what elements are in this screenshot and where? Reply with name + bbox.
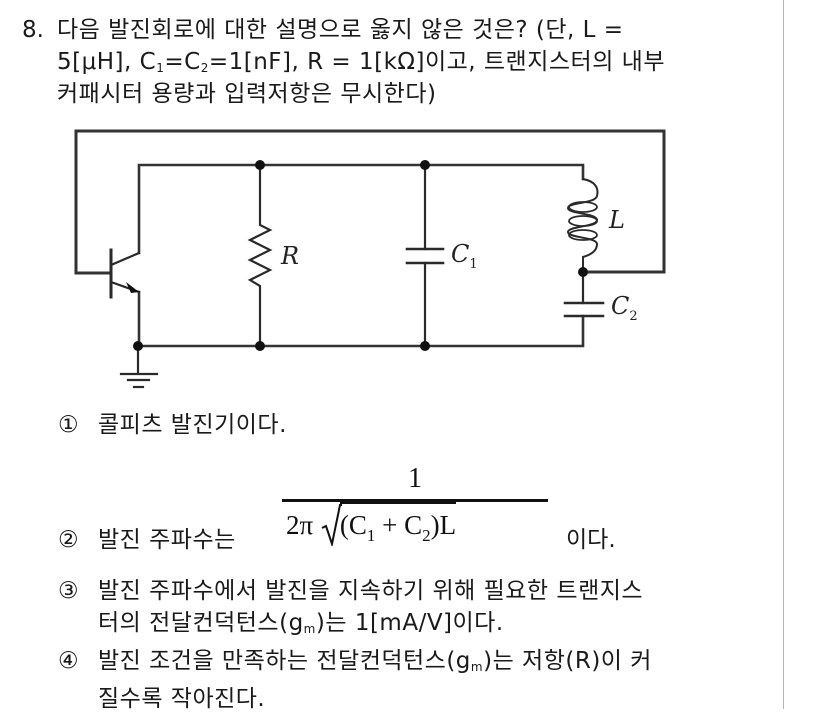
- page-divider: [783, 0, 784, 709]
- resistor: [247, 163, 273, 348]
- question-line-1: 다음 발진회로에 대한 설명으로 옳지 않은 것은? (단, L =: [57, 17, 624, 43]
- subscript: m: [470, 660, 484, 674]
- question-line-2: 5[μH], C1=C2=1[nF], R = 1[kΩ]이고, 트랜지스터의 …: [57, 46, 665, 78]
- label-c1-sub: 1: [469, 257, 478, 272]
- label-c1: C1: [451, 240, 478, 272]
- radicand-part: (C: [339, 510, 367, 540]
- option-3[interactable]: ③ 발진 주파수에서 발진을 지속하기 위해 필요한 트랜지스 터의 전달컨덕턴스…: [58, 575, 643, 645]
- junction-dot: [133, 341, 143, 351]
- radicand-part: )L: [430, 510, 457, 540]
- option-text: 발진 주파수는: [98, 527, 236, 553]
- radicand: (C1 + C2)L: [339, 502, 457, 556]
- question-line-2-part: 5[μH], C: [57, 49, 157, 75]
- transistor-collector: [109, 251, 141, 267]
- square-root: (C1 + C2)L: [320, 502, 457, 556]
- option-text: 발진 조건을 만족하는 전달컨덕턴스(g: [98, 648, 471, 674]
- option-text: 콜피츠 발진기이다.: [98, 412, 287, 438]
- label-c2: C2: [611, 292, 638, 324]
- option-marker: ④: [58, 648, 80, 674]
- subscript: 1: [366, 526, 376, 545]
- question-line-2-part: =C: [164, 49, 201, 75]
- option-3-line-1: ③ 발진 주파수에서 발진을 지속하기 위해 필요한 트랜지스: [58, 575, 643, 607]
- junction-dot: [420, 341, 430, 351]
- junction-dot: [255, 341, 265, 351]
- junction-dot: [420, 160, 430, 170]
- question-stem: 다음 발진회로에 대한 설명으로 옳지 않은 것은? (단, L = 5[μH]…: [57, 14, 665, 110]
- question-number: 8.: [22, 17, 44, 43]
- frequency-formula: 1 2π (C1 + C2)L: [282, 462, 548, 546]
- label-r: R: [281, 242, 300, 270]
- radicand-part: + C: [375, 510, 423, 540]
- feedback-wire: [74, 129, 666, 275]
- subscript: 2: [422, 526, 431, 545]
- subscript: 1: [156, 61, 165, 75]
- option-text: 발진 주파수에서 발진을 지속하기 위해 필요한 트랜지스: [98, 578, 644, 604]
- fraction-bar: [282, 499, 548, 502]
- option-marker: ①: [58, 412, 80, 438]
- option-4-line-1: ④ 발진 조건을 만족하는 전달컨덕턴스(gm)는 저항(R)이 커: [58, 645, 652, 683]
- label-c2-main: C: [611, 292, 630, 320]
- option-text: )는 저항(R)이 커: [483, 648, 652, 674]
- sqrt-icon: [321, 504, 342, 546]
- subscript: 2: [200, 61, 209, 75]
- option-2[interactable]: ② 발진 주파수는: [58, 524, 236, 556]
- junction-dot: [255, 160, 265, 170]
- emitter-arrow-icon: [126, 282, 139, 293]
- junction-dot: [578, 267, 588, 277]
- option-text: )는 1[mA/V]이다.: [315, 610, 504, 636]
- subscript: m: [303, 622, 316, 636]
- label-c1-main: C: [451, 240, 470, 268]
- option-text: 터의 전달컨덕턴스(g: [98, 610, 304, 636]
- formula-denominator: 2π (C1 + C2)L: [282, 502, 548, 546]
- circuit-diagram: [74, 129, 666, 389]
- option-marker: ③: [58, 578, 80, 604]
- question-line-3: 커패시터 용량과 입력저항은 무시한다): [57, 81, 437, 107]
- option-2-tail: 이다.: [566, 527, 616, 553]
- option-1[interactable]: ① 콜피츠 발진기이다.: [58, 409, 287, 441]
- formula-2pi: 2π: [286, 510, 314, 540]
- top-rail: [137, 163, 585, 255]
- formula-numerator: 1: [408, 463, 422, 494]
- option-4[interactable]: ④ 발진 조건을 만족하는 전달컨덕턴스(gm)는 저항(R)이 커 질수록 작아…: [58, 645, 652, 715]
- option-4-line-2: 질수록 작아진다.: [98, 686, 266, 712]
- option-marker: ②: [58, 527, 80, 553]
- bottom-rail: [137, 290, 585, 348]
- option-3-line-2: 터의 전달컨덕턴스(gm)는 1[mA/V]이다.: [58, 607, 643, 645]
- label-c2-sub: 2: [629, 309, 638, 324]
- question-line-2-part: =1[nF], R = 1[kΩ]이고, 트랜지스터의 내부: [208, 49, 665, 75]
- label-l: L: [609, 206, 625, 234]
